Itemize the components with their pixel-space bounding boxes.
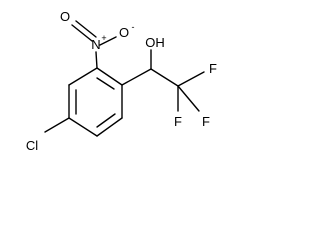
bond-cf3-to-f-right	[177, 71, 205, 87]
ring-bond-c5-c6	[96, 117, 123, 137]
nitro-nitrogen-label: N	[91, 37, 100, 52]
bond-nitro-n-to-o-top	[71, 24, 93, 42]
benzene-ring	[68, 67, 123, 137]
ring-double-bond-inner-1	[96, 77, 115, 90]
bond-ring-to-nitro-n	[95, 51, 98, 69]
chlorine-label: Cl	[26, 138, 38, 153]
chloro-substituent: Cl	[26, 117, 70, 153]
bond-nitro-n-to-o-top-double	[75, 20, 97, 38]
chemical-structure-diagram: O N + O - OH F F F Cl	[26, 9, 217, 153]
bond-nitro-n-to-o-side	[99, 36, 117, 46]
bond-cf3-to-f-lower-right	[177, 85, 200, 112]
nitro-oxygen-top-label: O	[60, 9, 70, 24]
ring-double-bond-inner-3	[96, 113, 116, 128]
nitro-oxygen-charge: -	[132, 22, 135, 32]
ring-bond-c2-c3	[68, 67, 98, 86]
ring-bond-c1-c2	[96, 67, 123, 86]
nitro-group: O N + O -	[60, 9, 135, 69]
bond-ring-to-choh	[121, 68, 152, 86]
fluorine-label-lower-left: F	[174, 114, 182, 129]
nitro-nitrogen-charge: +	[101, 33, 106, 43]
nitro-oxygen-side-label: O	[119, 25, 129, 40]
side-chain: OH F F F	[121, 35, 217, 129]
bond-ring-to-cl	[44, 117, 70, 133]
bond-choh-to-cf3	[150, 68, 179, 87]
fluorine-label-right: F	[209, 61, 217, 76]
ring-bond-c4-c5	[68, 117, 98, 137]
fluorine-label-lower-right: F	[202, 114, 210, 129]
hydroxyl-label: OH	[145, 35, 165, 50]
